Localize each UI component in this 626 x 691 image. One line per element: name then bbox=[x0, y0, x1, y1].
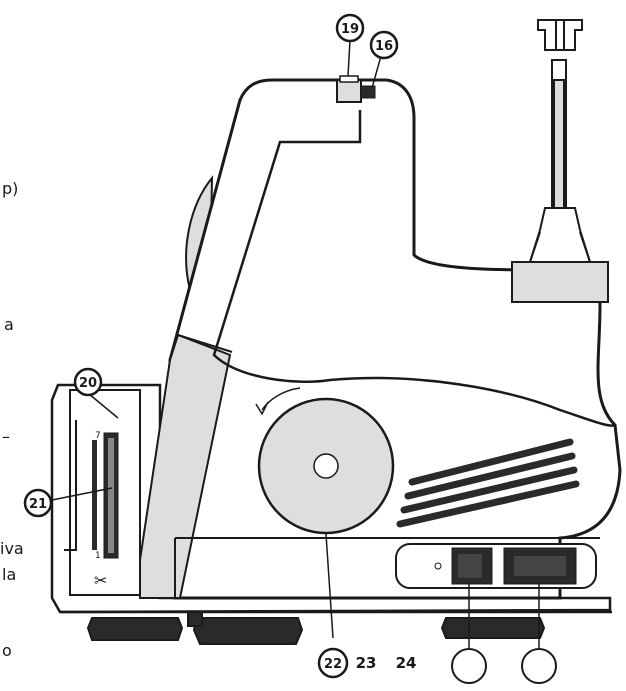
callout-22-label: 22 bbox=[324, 657, 342, 672]
callout-22: 22 bbox=[317, 647, 349, 679]
callout-19-label: 19 bbox=[341, 22, 359, 37]
top-knob bbox=[336, 75, 376, 103]
scissors-icon: ✂ bbox=[94, 571, 107, 590]
callout-16: 16 bbox=[369, 30, 399, 60]
spool-pin bbox=[511, 19, 609, 303]
callout-20: 20 bbox=[73, 367, 103, 397]
cropped-text-5: la bbox=[2, 565, 17, 584]
cropped-text-4: iva bbox=[0, 539, 24, 558]
label-23: 23 bbox=[356, 654, 377, 672]
power-panel bbox=[395, 543, 597, 589]
label-24: 24 bbox=[396, 654, 417, 672]
free-arm-panel: 7 1 ✂ bbox=[64, 389, 141, 596]
rotation-arrow-icon bbox=[261, 387, 301, 411]
connector-circle-1 bbox=[451, 648, 487, 684]
scale-mark-bottom: 1 bbox=[95, 551, 101, 561]
connector-circle-2 bbox=[521, 648, 557, 684]
callout-16-label: 16 bbox=[375, 39, 393, 54]
vent-slots bbox=[396, 438, 580, 528]
scale-mark-top: 7 bbox=[95, 431, 101, 441]
callout-20-label: 20 bbox=[79, 376, 97, 391]
callout-21-label: 21 bbox=[29, 497, 47, 512]
cropped-text-6: o bbox=[2, 641, 12, 660]
cropped-text-3: – bbox=[2, 427, 10, 446]
machine-feet bbox=[86, 611, 546, 645]
callout-21: 21 bbox=[23, 488, 53, 518]
arm-inner-line bbox=[212, 110, 616, 427]
callout-19: 19 bbox=[335, 13, 365, 43]
leader-lines bbox=[51, 39, 540, 648]
cropped-text-2: a bbox=[4, 315, 14, 334]
cropped-text-1: p) bbox=[2, 179, 19, 198]
